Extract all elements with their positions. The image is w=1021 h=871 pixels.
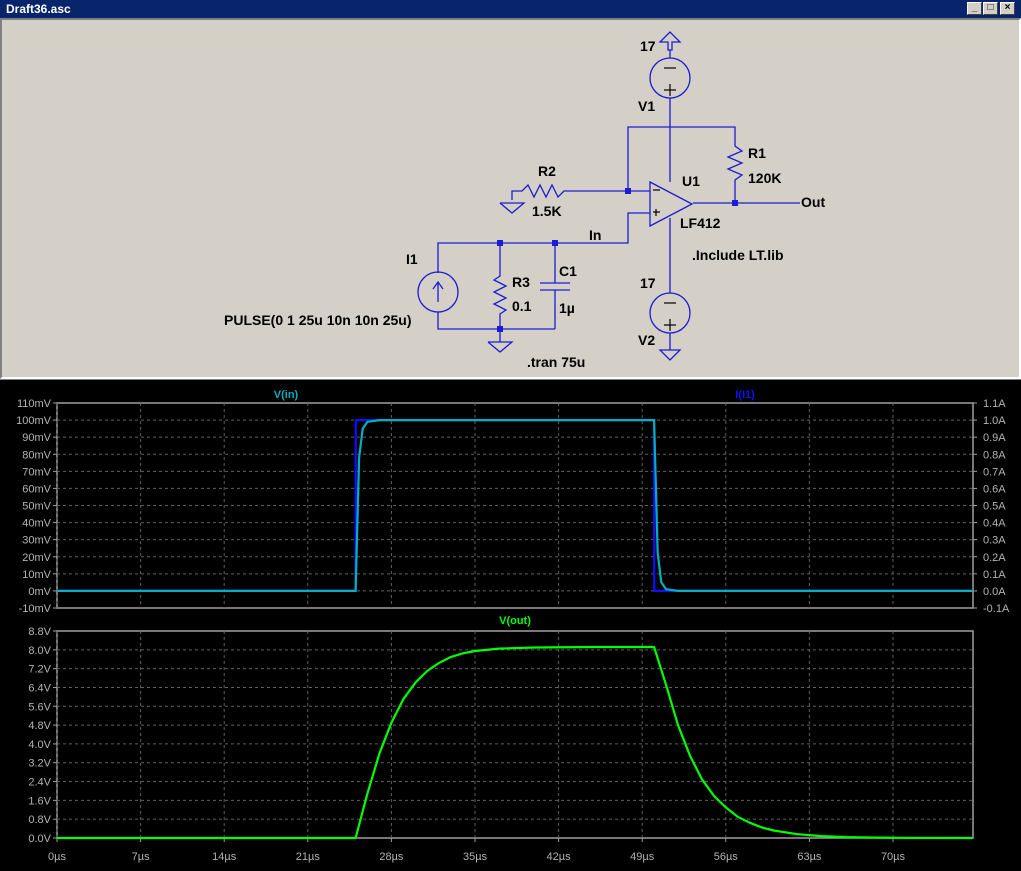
y-tick-label: 6.4V bbox=[28, 682, 51, 694]
y-tick-label: 0.8V bbox=[28, 814, 51, 826]
y2-tick-label: 0.2A bbox=[983, 552, 1006, 564]
y-tick-label: 2.4V bbox=[28, 777, 51, 789]
pane-2-output[interactable]: 8.8V 8.0V 7.2V 6.4V 5.6V 4.8V 4.0V 3.2V 2.4V 1.6V… bbox=[28, 615, 974, 863]
minimize-icon[interactable]: _ bbox=[967, 2, 982, 15]
y-tick-label: 40mV bbox=[22, 518, 51, 530]
r1-value-label: 120K bbox=[748, 170, 781, 186]
y-tick-label: 3.2V bbox=[28, 758, 51, 770]
y2-tick-label: -0.1A bbox=[983, 603, 1010, 615]
y-tick-label: 90mV bbox=[22, 432, 51, 444]
y-tick-label: 100mV bbox=[16, 415, 52, 427]
v2-name-label: V2 bbox=[638, 332, 655, 348]
c1-value-label: 1µ bbox=[559, 300, 575, 316]
u1-opamp-symbol[interactable] bbox=[649, 180, 694, 228]
r3-value-label: 0.1 bbox=[512, 298, 532, 314]
x-tick-label: 28µs bbox=[379, 851, 404, 863]
y-tick-label: 4.8V bbox=[28, 720, 51, 732]
y-tick-label: 5.6V bbox=[28, 701, 51, 713]
y-tick-label: 0mV bbox=[28, 586, 51, 598]
c1-name-label: C1 bbox=[559, 263, 577, 279]
i1-name-label: I1 bbox=[406, 251, 418, 267]
v2-value-label: 17 bbox=[640, 275, 656, 291]
y2-tick-label: 0.4A bbox=[983, 518, 1006, 530]
x-tick-label: 70µs bbox=[881, 851, 906, 863]
x-tick-label: 21µs bbox=[296, 851, 321, 863]
u1-name-label: U1 bbox=[682, 173, 700, 189]
y-tick-label: 30mV bbox=[22, 535, 51, 547]
schematic-panel[interactable]: 17 V1 17 V2 R1 120K U1 LF412 Out R2 1.5K… bbox=[0, 18, 1021, 379]
waveform-canvas[interactable]: 110mV 100mV 90mV 80mV 70mV 60mV 50mV 40mV 30mV 20… bbox=[0, 380, 1021, 871]
close-icon[interactable]: × bbox=[1000, 2, 1015, 15]
y-tick-label: 110mV bbox=[17, 398, 52, 410]
series-v-out[interactable] bbox=[57, 645, 974, 840]
y2-tick-label: 1.0A bbox=[983, 415, 1006, 427]
y-tick-label: 7.2V bbox=[28, 664, 51, 676]
y2-tick-label: 0.1A bbox=[983, 569, 1006, 581]
x-tick-label: 42µs bbox=[547, 851, 572, 863]
x-tick-label: 49µs bbox=[630, 851, 655, 863]
x-tick-label: 56µs bbox=[714, 851, 739, 863]
r3-name-label: R3 bbox=[512, 274, 530, 290]
i1-value-label: PULSE(0 1 25u 10n 10n 25u) bbox=[224, 312, 412, 328]
x-tick-label: 35µs bbox=[463, 851, 488, 863]
waveform-viewer[interactable]: 110mV 100mV 90mV 80mV 70mV 60mV 50mV 40mV 30mV 20… bbox=[0, 380, 1021, 871]
y2-tick-label: 0.6A bbox=[983, 483, 1006, 495]
r1-name-label: R1 bbox=[748, 145, 766, 161]
window-title-bar[interactable]: Draft36.asc _ □ × bbox=[0, 0, 1021, 18]
x-tick-label: 7µs bbox=[132, 851, 150, 863]
schematic-canvas[interactable]: 17 V1 17 V2 R1 120K U1 LF412 Out R2 1.5K… bbox=[2, 20, 1019, 377]
legend-v-out[interactable]: V(out) bbox=[499, 615, 531, 627]
legend-i-i1[interactable]: I(I1) bbox=[735, 389, 755, 401]
x-tick-label: 14µs bbox=[212, 851, 237, 863]
y-tick-label: 8.8V bbox=[28, 626, 51, 638]
r2-name-label: R2 bbox=[538, 163, 556, 179]
v1-supply-arrow-icon bbox=[658, 31, 682, 51]
y-tick-label: 50mV bbox=[22, 501, 51, 513]
x-tick-label: 0µs bbox=[48, 851, 66, 863]
y-tick-label: -10mV bbox=[19, 603, 52, 615]
include-directive: .Include LT.lib bbox=[692, 247, 784, 263]
y-tick-label: 0.0V bbox=[28, 833, 51, 845]
window-title: Draft36.asc bbox=[6, 2, 71, 16]
v1-value-label: 17 bbox=[640, 38, 656, 54]
y-tick-label: 4.0V bbox=[28, 739, 51, 751]
pane-1-input[interactable]: 110mV 100mV 90mV 80mV 70mV 60mV 50mV 40mV 30mV 20… bbox=[16, 389, 1010, 615]
y2-tick-label: 0.0A bbox=[983, 586, 1006, 598]
r2-value-label: 1.5K bbox=[532, 203, 562, 219]
u1-model-label: LF412 bbox=[680, 215, 721, 231]
y-tick-label: 10mV bbox=[22, 569, 51, 581]
y2-tick-label: 1.1A bbox=[983, 398, 1006, 410]
legend-v-in[interactable]: V(in) bbox=[274, 389, 299, 401]
y2-tick-label: 0.5A bbox=[983, 501, 1006, 513]
maximize-icon[interactable]: □ bbox=[983, 2, 998, 15]
x-tick-label: 63µs bbox=[797, 851, 822, 863]
y2-tick-label: 0.3A bbox=[983, 535, 1006, 547]
y-tick-label: 80mV bbox=[22, 449, 51, 461]
v1-name-label: V1 bbox=[638, 98, 655, 114]
plot-frame bbox=[56, 630, 974, 839]
tran-directive: .tran 75u bbox=[527, 354, 585, 370]
y2-tick-label: 0.8A bbox=[983, 449, 1006, 461]
y-tick-label: 20mV bbox=[22, 552, 51, 564]
y-tick-label: 60mV bbox=[22, 483, 51, 495]
y-tick-label: 70mV bbox=[22, 466, 51, 478]
out-net-label: Out bbox=[801, 194, 825, 210]
y2-tick-label: 0.9A bbox=[983, 432, 1006, 444]
y2-tick-label: 0.7A bbox=[983, 466, 1006, 478]
y-tick-label: 1.6V bbox=[28, 795, 51, 807]
series-v-in[interactable] bbox=[57, 419, 973, 593]
in-net-label: In bbox=[589, 227, 601, 243]
v2-supply-arrow-icon bbox=[658, 349, 682, 361]
y-tick-label: 8.0V bbox=[28, 645, 51, 657]
